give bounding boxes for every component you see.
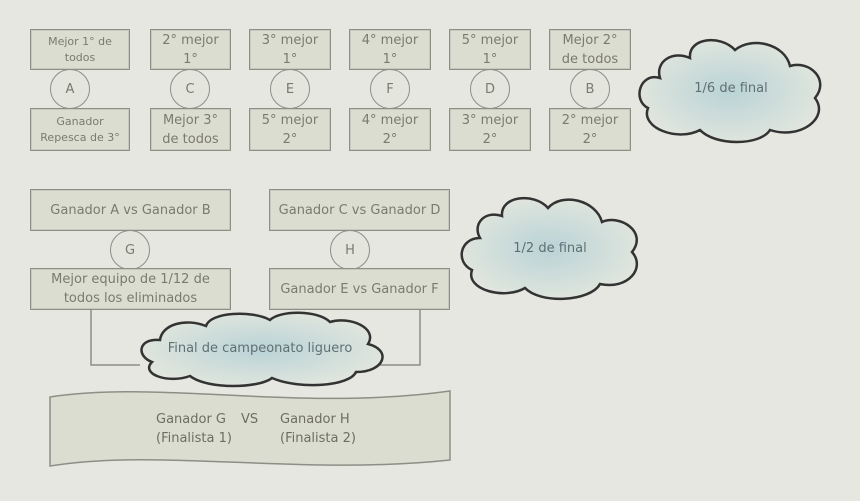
sixth-bottom-box: 4° mejor 2° <box>349 108 431 151</box>
cloud-semi <box>460 196 639 300</box>
connector-left <box>90 310 140 366</box>
sixth-bottom-box: Ganador Repesca de 3° <box>30 108 130 151</box>
connector-right <box>380 310 421 366</box>
match-circle: A <box>50 69 90 109</box>
cloud-label-semi: 1/2 de final <box>513 241 587 256</box>
match-circle: F <box>370 69 410 109</box>
sixth-top-box: 3° mejor 1° <box>249 29 331 70</box>
finalist-2-label: (Finalista 2) <box>280 431 356 446</box>
semi-right-bottom-box: Ganador E vs Ganador F <box>269 268 450 310</box>
match-circle: D <box>470 69 510 109</box>
sixth-bottom-box: Mejor 3° de todos <box>150 108 231 151</box>
match-circle: G <box>110 230 150 270</box>
sixth-top-box: 4° mejor 1° <box>349 29 431 70</box>
sixth-top-box: Mejor 1° de todos <box>30 29 130 70</box>
cloud-label-final: Final de campeonato liguero <box>167 341 353 356</box>
semi-left-top-box: Ganador A vs Ganador B <box>30 189 231 231</box>
sixth-top-box: 2° mejor 1° <box>150 29 231 70</box>
finalist-1-label: (Finalista 1) <box>156 431 232 446</box>
match-circle: C <box>170 69 210 109</box>
final-banner <box>49 390 451 467</box>
match-circle: H <box>330 230 370 270</box>
sixth-top-box: Mejor 2° de todos <box>549 29 631 70</box>
semi-left-bottom-box: Mejor equipo de 1/12 de todos los elimin… <box>30 268 231 310</box>
match-circle: B <box>570 69 610 109</box>
sixth-bottom-box: 2° mejor 2° <box>549 108 631 151</box>
cloud-label-sixth: 1/6 de final <box>694 81 768 96</box>
cloud-final <box>140 311 384 388</box>
sixth-top-box: 5° mejor 1° <box>449 29 531 70</box>
semi-right-top-box: Ganador C vs Ganador D <box>269 189 450 231</box>
versus-label: VS <box>241 412 259 427</box>
finalist-1-name: Ganador G <box>156 412 227 427</box>
sixth-bottom-box: 5° mejor 2° <box>249 108 331 151</box>
match-circle: E <box>270 69 310 109</box>
cloud-sixth <box>638 38 822 144</box>
finalist-2-name: Ganador H <box>280 412 350 427</box>
sixth-bottom-box: 3° mejor 2° <box>449 108 531 151</box>
